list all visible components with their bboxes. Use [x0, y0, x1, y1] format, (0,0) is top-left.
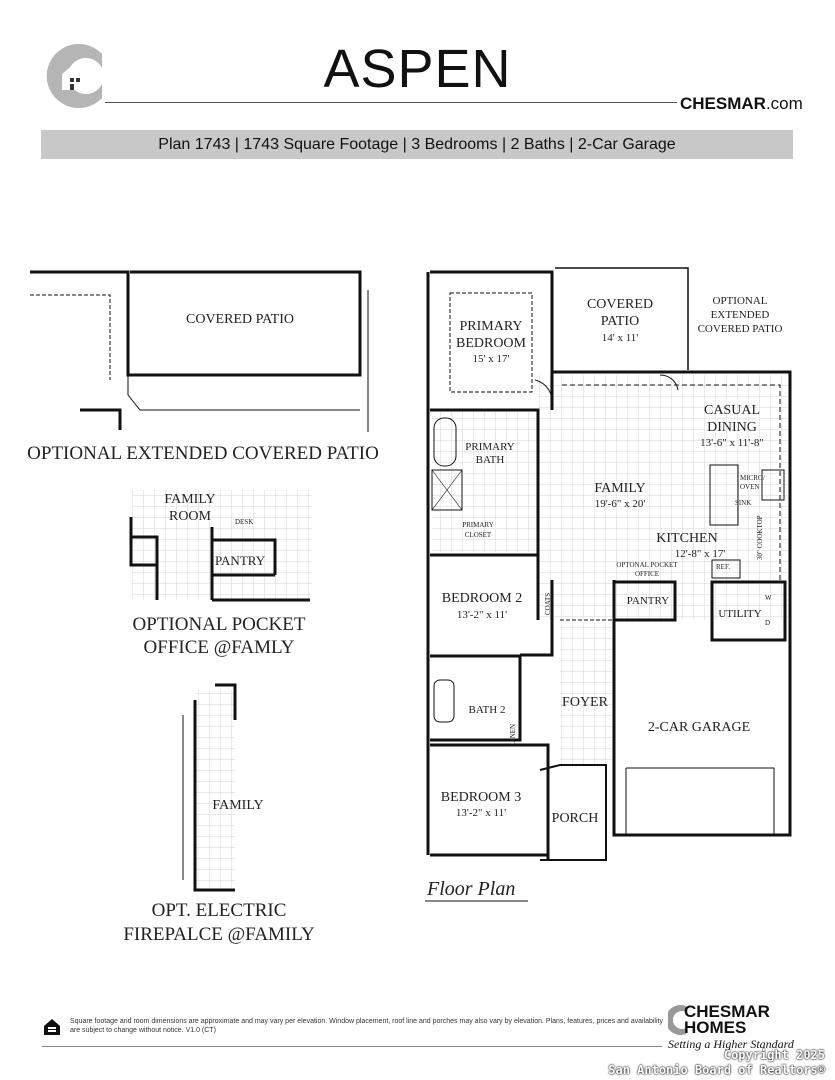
room-label-covered-patio: COVERED [587, 297, 653, 312]
room-label-foyer: FOYER [562, 695, 609, 710]
floor-plan-caption: Floor Plan [426, 878, 515, 900]
copyright-line-2: San Antonio Board of Realtors® [608, 1063, 825, 1077]
brand-name-2: HOMES [684, 1018, 747, 1037]
plan-title: ASPEN [323, 39, 512, 99]
room-dim-bedroom-2: 13'-2" x 11' [457, 609, 507, 621]
label-pocket-office: OPTONAL POCKET [616, 561, 678, 569]
room-label-bath-2: BATH 2 [469, 704, 506, 716]
opt-patio-caption: OPTIONAL EXTENDED COVERED PATIO [27, 443, 379, 464]
room-dim-covered-patio: 14' x 11' [602, 332, 639, 344]
room-label-pantry: PANTRY [627, 595, 669, 607]
label-pocket-office-2: OFFICE [635, 570, 659, 578]
opt-office-pantry: PANTRY [215, 553, 266, 568]
label-optional-patio-3: COVERED PATIO [698, 323, 783, 335]
room-label-porch: PORCH [552, 811, 599, 826]
opt-patio-room-label: COVERED PATIO [186, 312, 294, 327]
opt-office-room-label: FAMILY [164, 492, 215, 507]
room-label-casual-dining: CASUAL [704, 403, 760, 418]
site-main: CHESMAR [680, 94, 766, 113]
opt-fireplace-room-label: FAMILY [212, 798, 263, 813]
chesmar-logo-icon [46, 44, 102, 108]
site-suffix: .com [765, 94, 803, 113]
plan-summary: Plan 1743 | 1743 Square Footage | 3 Bedr… [41, 130, 793, 159]
room-label-garage: 2-CAR GARAGE [648, 720, 750, 735]
room-label-primary-bath: PRIMARY [465, 441, 515, 453]
room-dim-family: 19'-6" x 20' [595, 498, 646, 510]
label-optional-patio: OPTIONAL [713, 295, 768, 307]
brand-tagline: Setting a Higher Standard [668, 1037, 794, 1051]
opt-office-desk: DESK [235, 518, 253, 526]
room-label-primary-bath-2: BATH [476, 454, 505, 466]
brand-name: CHESMAR HOMES [684, 1002, 770, 1037]
disclaimer: Square footage and room dimensions are a… [70, 1018, 663, 1034]
room-label-casual-dining-2: DINING [707, 420, 757, 435]
opt-office-caption-2: OFFICE @FAMLY [144, 637, 295, 658]
label-dryer: D [765, 619, 770, 627]
copyright-watermark: Copyright 2025 San Antonio Board of Real… [608, 1048, 825, 1078]
label-linen: LINEN [509, 724, 517, 745]
footer-divider [42, 1046, 662, 1047]
room-label-bedroom-3: BEDROOM 3 [441, 790, 522, 805]
opt-fireplace-caption-2: FIREPALCE @FAMILY [123, 924, 315, 945]
room-dim-primary-bedroom: 15' x 17' [473, 353, 510, 365]
room-label-primary-closet-2: CLOSET [465, 531, 492, 539]
equal-housing-icon [44, 1019, 60, 1035]
opt-office-caption: OPTIONAL POCKET [133, 614, 306, 635]
brand-name-1: CHESMAR [684, 1002, 770, 1021]
label-optional-patio-2: EXTENDED [711, 309, 770, 321]
room-dim-bedroom-3: 13'-2" x 11' [456, 807, 506, 819]
label-micro-oven-2: OVEN [740, 483, 759, 491]
copyright-line-1: Copyright 2025 [723, 1048, 825, 1062]
floor-plan-drawing: PRIMARY BEDROOM 15' x 17' COVERED PATIO … [27, 267, 792, 945]
room-label-utility: UTILITY [718, 608, 761, 620]
label-sink: SINK [735, 499, 751, 507]
label-coats: COATS [544, 593, 552, 615]
room-label-primary-bedroom: PRIMARY [459, 319, 522, 334]
room-label-family: FAMILY [594, 481, 645, 496]
room-label-primary-closet: PRIMARY [462, 521, 494, 529]
header-divider [105, 102, 677, 103]
room-label-bedroom-2: BEDROOM 2 [442, 591, 523, 606]
label-ref: REF. [716, 563, 730, 571]
room-dim-casual-dining: 13'-6" x 11'-8" [700, 437, 764, 449]
website-link[interactable]: CHESMAR.com [680, 94, 803, 114]
label-cooktop: 30" COOKTOP [756, 515, 764, 560]
chesmar-homes-logo-icon [668, 1005, 686, 1035]
room-dim-kitchen: 12'-8" x 17' [675, 548, 726, 560]
room-label-primary-bedroom-2: BEDROOM [456, 336, 527, 351]
opt-fireplace-caption: OPT. ELECTRIC [152, 900, 287, 921]
room-label-kitchen: KITCHEN [656, 531, 717, 546]
opt-office-room-label-2: ROOM [169, 509, 212, 524]
label-micro-oven: MICRO/ [740, 474, 765, 482]
label-washer: W [765, 594, 772, 602]
room-label-covered-patio-2: PATIO [601, 314, 639, 329]
